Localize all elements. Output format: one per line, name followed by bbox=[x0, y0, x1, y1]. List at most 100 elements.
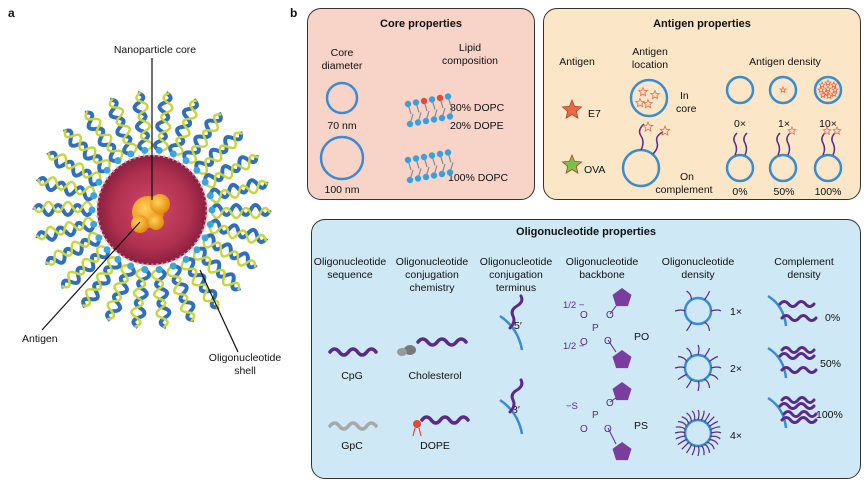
lipid-head bbox=[406, 120, 414, 128]
antigen-star-icon bbox=[822, 88, 830, 97]
complement-density-50: 50% bbox=[820, 358, 842, 370]
backbone-header-1: Oligonucleotide bbox=[565, 256, 639, 268]
term-header-2: conjugation bbox=[489, 269, 543, 281]
antigen-star-icon bbox=[832, 126, 842, 136]
label-oligo-shell-1: Oligonucleotide bbox=[208, 352, 282, 364]
antigen-star-icon bbox=[817, 85, 825, 94]
cholesterol-icon bbox=[404, 345, 416, 355]
gpc-strand bbox=[328, 421, 378, 431]
dna-helix bbox=[84, 110, 124, 165]
lipid-head bbox=[430, 116, 438, 123]
antigen-complement-0: 0% bbox=[732, 186, 748, 198]
antigen-star-icon bbox=[818, 80, 826, 89]
antigen-star-icon bbox=[634, 97, 646, 108]
terminus-strand bbox=[508, 294, 524, 330]
core-properties-box bbox=[307, 8, 535, 200]
lipid-head bbox=[428, 96, 436, 103]
backbone-atom-label: O bbox=[604, 424, 612, 435]
dna-helix bbox=[206, 178, 269, 204]
complement-particle bbox=[725, 153, 755, 183]
in-core-particle bbox=[629, 78, 669, 118]
seq-header-1: Oligonucleotide bbox=[313, 256, 387, 268]
lipid-head bbox=[430, 172, 438, 179]
oligo-strand bbox=[778, 352, 816, 360]
label-nanoparticle-core: Nanoparticle core bbox=[113, 44, 197, 56]
lipid-bilayer-mixed-icon bbox=[404, 93, 454, 128]
oligo-density-1x: 1× bbox=[730, 306, 742, 318]
on-complement-label-2: complement bbox=[655, 184, 713, 196]
density-2x-particle bbox=[683, 353, 713, 383]
term-header-3: terminus bbox=[495, 282, 537, 294]
core-100nm-circle bbox=[319, 135, 365, 181]
sugar-ring-icon bbox=[612, 382, 632, 401]
antigen-ova-label: OVA bbox=[584, 164, 606, 176]
lipid-80-dopc: 80% DOPC bbox=[450, 102, 505, 114]
density-header-2: density bbox=[681, 269, 715, 281]
lipid-head bbox=[438, 114, 446, 122]
antigen-star-icon bbox=[787, 126, 797, 136]
cpg-strand bbox=[328, 347, 378, 357]
oligo-density-2x: 2× bbox=[730, 363, 742, 375]
core-70nm-circle bbox=[325, 81, 359, 115]
antigen-star-icon bbox=[642, 120, 654, 132]
dope-strand bbox=[420, 415, 470, 425]
particle-surface-arc bbox=[499, 314, 524, 351]
backbone-atom-label: O bbox=[580, 337, 588, 348]
label-antigen: Antigen bbox=[22, 333, 58, 345]
lipid-bilayer-dopc-icon bbox=[404, 149, 454, 184]
label-ps: PS bbox=[634, 420, 649, 432]
particle-surface-arc bbox=[499, 398, 524, 435]
backbone-header-2: backbone bbox=[579, 269, 625, 281]
oligo-strand bbox=[778, 300, 816, 308]
backbone-atom-label: O bbox=[606, 310, 614, 321]
density-header-1: Oligonucleotide bbox=[661, 256, 735, 268]
chem-header-1: Oligonucleotide bbox=[395, 256, 469, 268]
oligo-strand bbox=[778, 402, 816, 410]
backbone-atom-label: P bbox=[592, 410, 599, 421]
backbone-atom-label: O bbox=[580, 424, 588, 435]
complement-header-2: density bbox=[787, 269, 821, 281]
dna-helix bbox=[168, 98, 199, 158]
lipid-head bbox=[420, 97, 428, 105]
density-4x-particle bbox=[683, 418, 713, 448]
density-1x-particle bbox=[683, 296, 713, 326]
lipid-head bbox=[422, 173, 430, 181]
antigen-density-10x: 10× bbox=[819, 118, 837, 130]
dna-helix bbox=[152, 91, 174, 154]
lipid-head bbox=[412, 99, 420, 106]
on-complement-label-1: On bbox=[679, 171, 694, 183]
antigen-complement-50: 50% bbox=[773, 186, 795, 198]
antigen-complement-100: 100% bbox=[814, 186, 842, 198]
antigen-density-particle bbox=[768, 75, 798, 105]
size-100nm: 100 nm bbox=[324, 184, 360, 196]
lipid-100-dopc: 100% DOPC bbox=[448, 172, 509, 184]
complement-density-0: 0% bbox=[825, 312, 841, 324]
lipid-head bbox=[414, 119, 422, 126]
label-cholesterol: Cholesterol bbox=[408, 370, 462, 382]
antigen-density-0x: 0× bbox=[734, 118, 746, 130]
complement-surface-arc bbox=[767, 294, 788, 327]
complement-particle bbox=[813, 153, 843, 183]
sugar-ring-icon bbox=[612, 350, 632, 369]
sugar-ring-icon bbox=[612, 288, 632, 307]
ova-star-icon bbox=[561, 153, 583, 174]
in-core-label-2: core bbox=[676, 103, 697, 115]
dna-helix bbox=[201, 233, 258, 270]
antigen-density-1x: 1× bbox=[778, 118, 790, 130]
core-diameter-header-2: diameter bbox=[321, 60, 363, 72]
oligo-density-4x: 4× bbox=[730, 430, 742, 442]
terminus-strand bbox=[508, 378, 524, 414]
dna-helix bbox=[35, 216, 98, 242]
antigen-e7-label: E7 bbox=[588, 108, 601, 120]
antigen-density-particle bbox=[813, 75, 843, 105]
dna-helix bbox=[192, 246, 242, 292]
lipid-head bbox=[428, 152, 436, 159]
antigen-star-icon bbox=[830, 89, 838, 98]
backbone-atom-label: O bbox=[604, 336, 612, 347]
antigen-star-icon bbox=[819, 90, 827, 99]
dope-lipid-icon bbox=[413, 420, 421, 428]
lipid-head bbox=[446, 113, 454, 120]
size-70nm: 70 nm bbox=[327, 120, 357, 132]
cholesterol-strand bbox=[416, 337, 468, 347]
